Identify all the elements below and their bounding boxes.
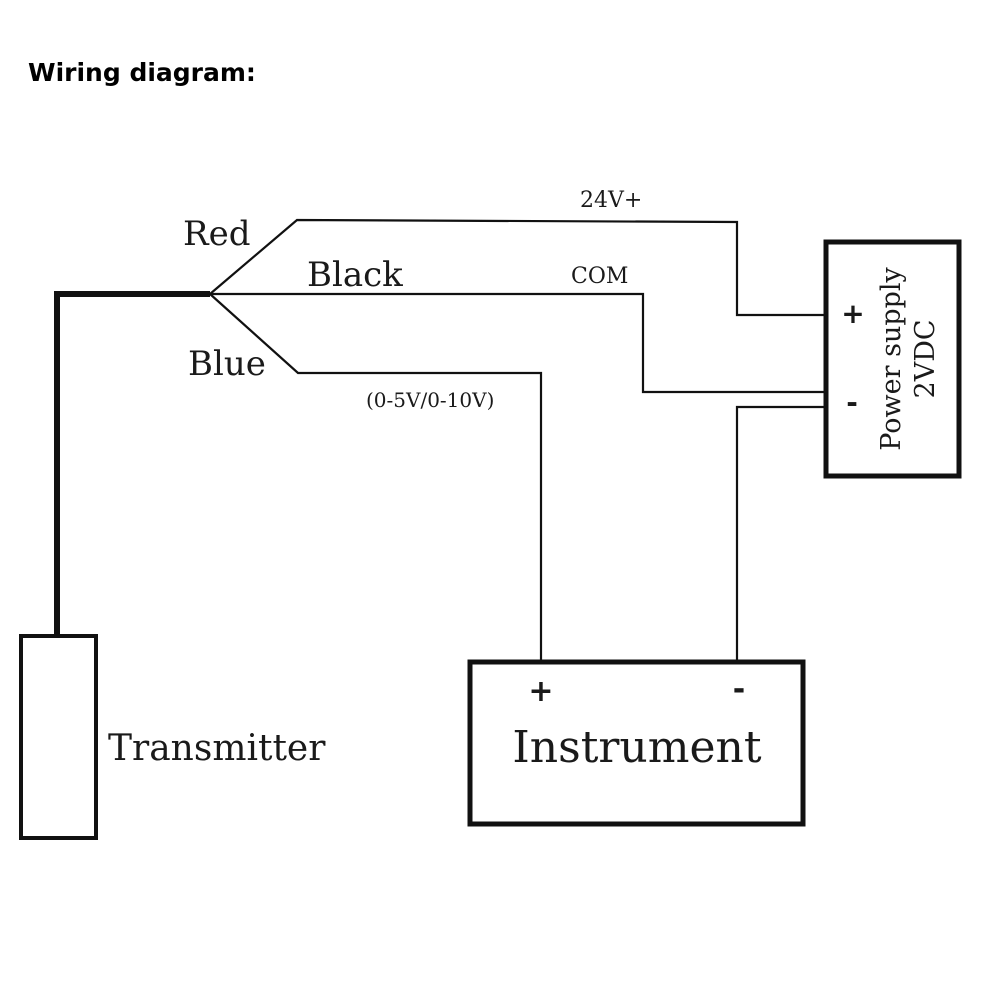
power-supply-line1: Power supply (876, 266, 907, 450)
black-wire (210, 292, 825, 394)
power-supply-box (823, 239, 962, 479)
supply-plus-sign: + (841, 297, 864, 330)
instrument-label: Instrument (512, 722, 761, 773)
supply-minus-sign: - (846, 386, 858, 419)
black-label: Black (307, 255, 403, 295)
blue-label: Blue (188, 344, 266, 384)
power-supply-line2: 2VDC (910, 320, 941, 399)
red-signal-label: 24V+ (580, 188, 642, 213)
power-supply-label: Power supply 2VDC (876, 266, 941, 450)
transmitter-cable (54, 291, 210, 636)
red-label: Red (183, 214, 251, 254)
blue-wire (209, 293, 543, 662)
diagram-title: Wiring diagram: (28, 58, 256, 87)
transmitter-box (19, 634, 98, 840)
instrument-return-wire (735, 405, 825, 662)
instrument-box (467, 659, 806, 827)
instrument-minus-sign: - (733, 672, 745, 707)
black-signal-label: COM (571, 264, 628, 289)
blue-signal-label: (0-5V/0-10V) (366, 388, 494, 412)
instrument-plus-sign: + (528, 674, 553, 709)
red-wire (209, 218, 825, 317)
transmitter-label: Transmitter (108, 728, 326, 769)
